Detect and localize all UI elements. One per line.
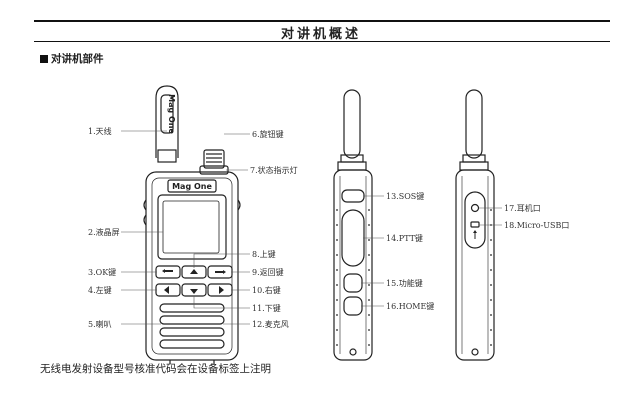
ok-key-icon	[162, 269, 173, 273]
back-key-icon	[215, 270, 226, 274]
front-brand-plate	[167, 179, 217, 193]
right-arrow-icon	[219, 286, 224, 294]
left-arrow-icon	[164, 286, 169, 294]
label-screen: 2.液晶屏	[88, 227, 120, 237]
down-arrow-icon	[190, 289, 198, 294]
front-screen	[157, 194, 227, 260]
label-earphone-port: 17.耳机口	[504, 203, 541, 213]
label-right-key: 10.右键	[252, 285, 281, 295]
front-body-inner	[151, 177, 233, 355]
side-sos-key	[341, 189, 365, 203]
usb-icon	[473, 230, 477, 239]
square-bullet-icon	[40, 54, 48, 63]
front-speaker-slot	[159, 315, 225, 325]
side-body	[333, 169, 373, 361]
front-view	[143, 85, 241, 364]
leader-8	[193, 253, 250, 268]
brand-logo-front: Mag One	[172, 182, 212, 191]
front-screen-display	[162, 200, 220, 254]
front-speaker-slot	[159, 339, 225, 349]
side-antenna	[343, 89, 361, 159]
section-heading: 对讲机部件	[40, 51, 104, 66]
label-down-key: 11.下键	[252, 303, 281, 313]
label-micro-usb-port: 18.Micro-USB口	[504, 221, 569, 230]
label-back-key: 9.返回键	[252, 267, 284, 277]
label-antenna: 1.天线	[88, 126, 112, 136]
section-title: 对讲机部件	[51, 53, 104, 65]
side-home-key	[343, 296, 363, 316]
label-status-led: 7.状态指示灯	[250, 165, 298, 175]
side-view-right	[455, 89, 495, 361]
footnote: 无线电发射设备型号核准代码会在设备标签上注明	[40, 363, 271, 375]
label-sos-key: 13.SOS键	[386, 191, 424, 201]
micro-usb-port	[470, 221, 480, 228]
top-rule	[34, 20, 610, 22]
brand-logo-antenna: Mag One	[167, 94, 176, 134]
label-up-key: 8.上键	[252, 249, 276, 259]
label-speaker: 5.喇叭	[88, 319, 112, 329]
earphone-port	[470, 203, 480, 213]
label-left-key: 4.左键	[88, 285, 112, 295]
up-arrow-icon	[190, 269, 198, 274]
front-antenna-label-plate	[160, 94, 174, 134]
label-knob: 6.旋钮键	[252, 129, 284, 139]
label-function-key: 15.功能键	[386, 278, 423, 288]
front-knob	[203, 149, 225, 169]
title-rule	[34, 41, 610, 42]
label-ok-key: 3.OK键	[88, 267, 116, 277]
right-side-antenna	[465, 89, 483, 159]
side-ptt-key	[341, 209, 365, 267]
front-antenna-collar	[157, 149, 177, 163]
label-ptt-key: 14.PTT键	[386, 233, 423, 243]
label-microphone: 12.麦克风	[252, 319, 289, 329]
front-antenna	[155, 85, 179, 158]
front-body	[145, 171, 239, 361]
label-home-key: 16.HOME键	[386, 301, 434, 311]
side-function-key	[343, 273, 363, 293]
leader-11	[193, 296, 250, 309]
port-cover	[464, 191, 486, 249]
page-title: 对讲机概述	[280, 27, 361, 42]
side-view-left	[333, 89, 373, 361]
right-side-body	[455, 169, 495, 361]
front-speaker-slot	[159, 327, 225, 337]
